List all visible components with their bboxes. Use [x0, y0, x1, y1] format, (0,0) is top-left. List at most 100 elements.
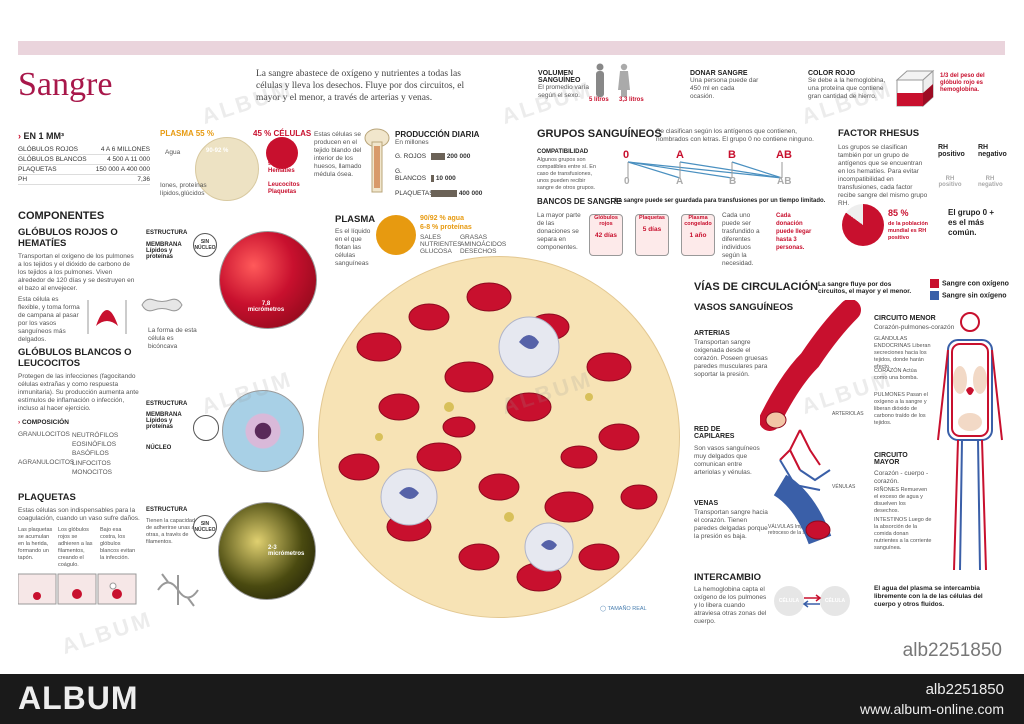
valvulas-label: VÁLVULAS Impiden el retroceso de la sang… — [768, 524, 820, 536]
arterias-title: ARTERIAS — [694, 330, 730, 337]
rojos-text: Transportan el oxígeno de los pulmones a… — [18, 253, 135, 292]
bancos-title: BANCOS DE SANGRE — [537, 197, 622, 206]
nucleo-label: NÚCLEO — [146, 445, 172, 451]
celulas-label: 45 % CÉLULAS — [253, 129, 312, 138]
plasma-drop — [376, 215, 416, 255]
circuito-menor-sub: Corazón-pulmones-corazón — [874, 324, 955, 331]
venas-text: Transportan sangre hacia el corazón. Tie… — [694, 509, 768, 540]
donar-title: DONAR SANGRE — [690, 70, 748, 77]
grupos-subtitle: Se clasifican según los antígenos que co… — [656, 128, 814, 143]
agua-label: Agua — [165, 149, 181, 156]
compatibility-arrows — [627, 161, 783, 179]
legend-sin: Sangre sin oxígeno — [930, 291, 1007, 300]
venas-title: VENAS — [694, 500, 719, 507]
compat-title: COMPATIBILIDAD — [537, 149, 589, 155]
list-item: EOSINÓFILOS — [72, 441, 117, 448]
pulmones-text: PULMONES Pasan el oxígeno a la sangre y … — [874, 392, 928, 426]
produccion-rows: G. ROJOS 200 000 G. BLANCOS 10 000 PLAQU… — [395, 153, 495, 197]
plaq-step-1: Las plaquetas se acumulan en la herida, … — [18, 527, 53, 561]
sin-nucleo-badge-1: SIN NÚCLEO — [193, 233, 217, 257]
composicion-title: › COMPOSICIÓN — [18, 419, 69, 426]
produccion-bar — [431, 153, 445, 160]
blancos-title: GLÓBULOS BLANCOS O LEUCOCITOS — [18, 347, 132, 369]
iones-label: Iones, proteínas lípidos,glúcidos — [160, 182, 207, 197]
list-item: NUTRIENTES — [420, 241, 462, 248]
bancos-text: La mayor parte de las donaciones se sepa… — [537, 212, 581, 251]
list-item: SALES — [420, 234, 441, 241]
circuito-menor-title: CIRCUITO MENOR — [874, 315, 936, 322]
rojos-text2: Esta célula es flexible, y toma forma de… — [18, 296, 80, 343]
list-item: AMINOÁCIDOS — [460, 241, 507, 248]
agua-pct: 90-92 % — [206, 148, 229, 154]
volumen-block: VOLUMEN SANGUÍNEO El promedio varía segú… — [538, 70, 598, 100]
red-cells-micrograph — [219, 231, 317, 329]
rh-positive: RH positivo — [938, 144, 965, 158]
rh-positive-lower: RH positivo — [938, 176, 962, 188]
list-item: DESECHOS — [460, 248, 497, 255]
footer-bar: ALBUM alb2251850 www.album-online.com — [0, 674, 1024, 724]
rhesus-text: Los grupos se clasifican también por un … — [838, 144, 928, 207]
arterias-text: Transportan sangre oxigenada desde el co… — [694, 339, 768, 378]
corazon-text: CORAZÓN Actúa como una bomba. — [874, 368, 919, 381]
cells-pie — [266, 137, 298, 169]
plasma-pie — [195, 137, 259, 201]
granulocitos-list: NEUTRÓFILOS EOSINÓFILOS BASÓFILOS — [72, 431, 118, 458]
list-item: BASÓFILOS — [72, 450, 109, 457]
intercambio-text: La hemoglobina capta el oxígeno de los p… — [694, 586, 767, 625]
tamano-real-label: ◯ TAMAÑO REAL — [600, 606, 647, 612]
watermark-id: alb2251850 — [902, 640, 1002, 661]
produccion-title: PRODUCCIÓN DIARIA — [395, 130, 480, 139]
plasma-items-2: GRASAS AMINOÁCIDOS DESECHOS — [460, 234, 506, 255]
legend-swatch-oxi — [930, 279, 939, 288]
volumen-title: VOLUMEN SANGUÍNEO — [538, 70, 581, 84]
estructura-label-3: ESTRUCTURA — [146, 507, 188, 513]
group-b: B — [728, 149, 736, 161]
biconcave-cell-icon — [141, 298, 183, 312]
watermark: ALBUM — [198, 76, 296, 130]
plasma-composition: 90/92 % agua 6-8 % proteínas — [420, 215, 472, 231]
nucleus-diagram-icon — [193, 415, 219, 441]
person-silhouettes-icon — [596, 63, 630, 97]
platelet-filaments-icon — [157, 573, 199, 607]
coagulation-diagram — [18, 573, 137, 605]
volumen-men: 5 litros — [589, 97, 609, 103]
bancos-subtitle: La sangre puede ser guardada para transf… — [615, 198, 826, 204]
membrana-label-2: MEMBRANA Lípidos y proteínas — [146, 412, 182, 430]
donar-block: DONAR SANGRE Una persona puede dar 450 m… — [690, 70, 760, 101]
agua-plasma-text: El agua del plasma se intercambia librem… — [874, 585, 983, 608]
cube-label: 1/3 del peso del glóbulo rojo es hemoglo… — [940, 73, 985, 93]
footer-id: alb2251850 — [925, 681, 1004, 698]
biconcava-label: La forma de esta célula es bicóncava — [148, 327, 197, 350]
legend-oxi: Sangre con oxígeno — [930, 279, 1009, 288]
plasma-text: Es el líquido en el que flotan las célul… — [335, 228, 371, 267]
estructura-label-2: ESTRUCTURA — [146, 401, 188, 407]
group-ab-lower: AB — [777, 176, 792, 187]
rh-pct: 85 % — [888, 208, 909, 218]
celula-circle-1: CÉLULA — [774, 586, 804, 616]
footer-url[interactable]: www.album-online.com — [860, 701, 1004, 717]
micrometros-label: 7,8 micrómetros — [247, 301, 285, 313]
glandulas-text: GLÁNDULAS ENDOCRINAS Liberan secreciones… — [874, 336, 931, 370]
list-item: NEUTRÓFILOS — [72, 432, 119, 439]
exchange-arrows-icon — [802, 594, 822, 608]
blood-microscope-view — [318, 256, 680, 618]
rh-comun: El grupo 0 + es el más común. — [948, 208, 995, 237]
vias-subtitle: La sangre fluye por dos circuitos, el ma… — [818, 281, 912, 295]
capilares-title: RED DE CAPILARES — [694, 426, 735, 440]
rojos-title: GLÓBULOS ROJOS O HEMATÍES — [18, 227, 118, 249]
volumen-women: 3,3 litros — [619, 97, 644, 103]
plaq-step-3: Bajo esa costra, los glóbulos blancos ev… — [100, 527, 136, 561]
bancos-text2: Cada uno puede ser trasfundido a diferen… — [722, 212, 760, 267]
produccion-section: PRODUCCIÓN DIARIA En millones G. ROJOS 2… — [395, 130, 495, 197]
list-item: PLAQUETAS 400 000 — [395, 190, 483, 198]
group-0-lower: 0 — [624, 176, 630, 187]
rh-negative: RH negativo — [978, 144, 1007, 158]
